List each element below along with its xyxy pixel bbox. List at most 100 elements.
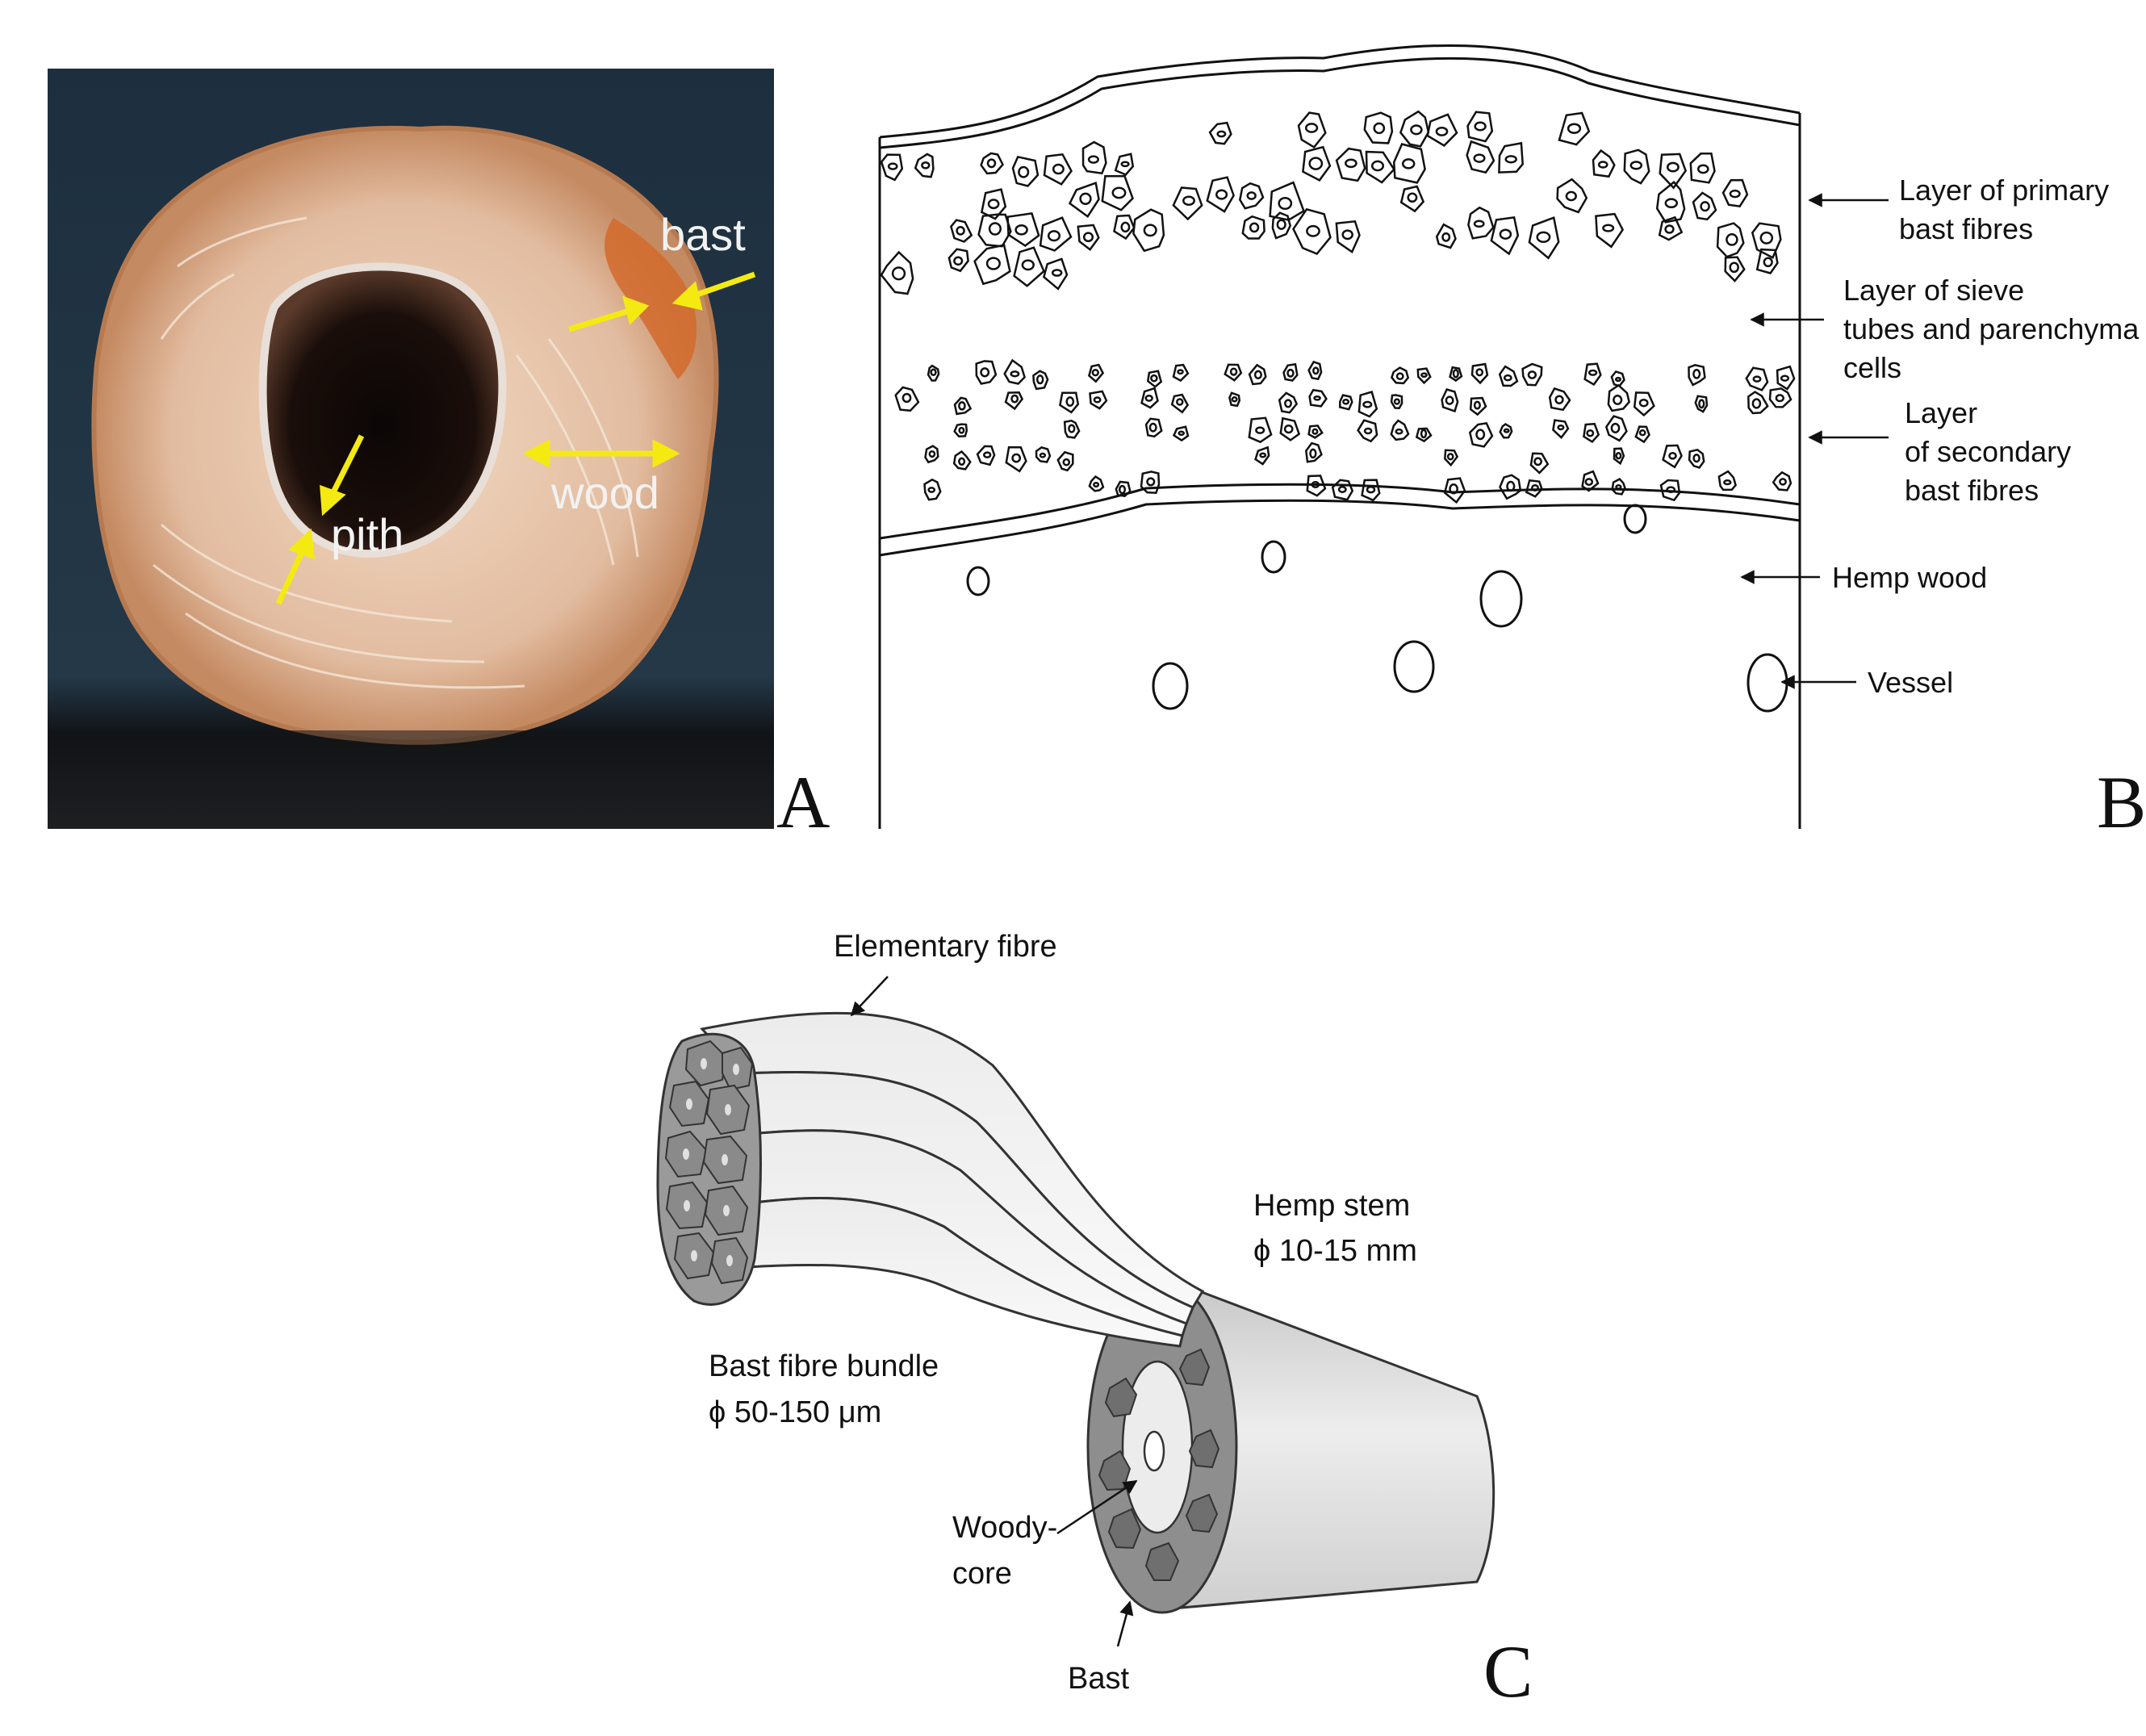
primary-fibre-cell-lumen [1602, 224, 1615, 232]
primary-fibre-cell-lumen [1120, 161, 1130, 168]
primary-fibre-cell-lumen [1082, 232, 1094, 243]
secondary-fibre-cell [1390, 394, 1403, 409]
secondary-fibre-cell-lumen [1283, 424, 1294, 434]
primary-fibre-cell [1081, 140, 1107, 175]
secondary-fibre-cell-lumen [1010, 370, 1020, 378]
secondary-fibre-cell [1140, 387, 1159, 409]
primary-fibre-cell [1399, 110, 1430, 148]
label-primary-bast-2: bast fibres [1899, 212, 2033, 245]
secondary-fibre-cell-lumen [1638, 398, 1649, 408]
secondary-fibre-cell [1662, 444, 1683, 469]
secondary-fibre-cell-lumen [1503, 428, 1510, 433]
primary-fibre-cell-lumen [1729, 189, 1741, 199]
secondary-fibre-cell [1170, 393, 1190, 414]
secondary-fibre-cell [1282, 362, 1299, 382]
secondary-fibre-cell-lumen [1337, 486, 1347, 493]
primary-fibre-cell-lumen [1120, 221, 1131, 233]
panel-c-leaders [850, 976, 1138, 1647]
secondary-fibre-cell-lumen [1449, 483, 1458, 495]
secondary-fibre-cell [1339, 394, 1353, 411]
primary-fibre-cell [1238, 182, 1265, 210]
primary-fibre-cell [1077, 224, 1100, 251]
vessel-6 [1393, 640, 1435, 693]
secondary-fibre-cell [1659, 479, 1681, 502]
secondary-fibre-cell [1032, 370, 1049, 391]
stem-cylinder [1152, 1281, 1496, 1612]
secondary-fibre-cell-lumen [1286, 368, 1295, 378]
secondary-fibre-cell-lumen [1311, 428, 1319, 435]
table-reflection [48, 730, 774, 829]
secondary-fibre-cell-lumen [1118, 484, 1127, 495]
primary-fibre-cell [1692, 191, 1717, 221]
secondary-fibre-cell-lumen [1146, 477, 1156, 487]
secondary-fibre-cell [1140, 471, 1161, 494]
secondary-fibre-cell-lumen [1065, 396, 1075, 408]
secondary-fibre-cell-lumen [1614, 376, 1622, 383]
secondary-fibre-cell-lumen [1393, 398, 1400, 405]
label-hemp-stem-diameter: ϕ 10-15 mm [1253, 1234, 1417, 1268]
panel-c: Elementary fibre Hemp stem ϕ 10-15 mm Ba… [656, 930, 1496, 1696]
primary-fibre-cell [1655, 180, 1686, 224]
secondary-fibre-cell-lumen [1452, 369, 1459, 379]
secondary-fibre-cell [953, 396, 973, 416]
secondary-fibre-cell-lumen [1610, 422, 1621, 433]
secondary-fibre-cell-lumen [1638, 429, 1646, 437]
secondary-fibre-cell-lumen [980, 367, 990, 378]
primary-fibre-cell [948, 248, 969, 273]
panel-letter-a: A [776, 761, 830, 843]
primary-fibre-cell [1039, 216, 1073, 252]
label-hemp-wood: Hemp wood [1832, 561, 1987, 594]
primary-fibre-cell [1724, 256, 1746, 282]
secondary-fibre-cell-lumen [1011, 453, 1022, 463]
secondary-fibre-cell-lumen [1010, 394, 1019, 404]
secondary-fibre-cell-lumen [1039, 452, 1047, 458]
secondary-fibre-cell [1361, 479, 1381, 502]
primary-fibre-cell [1132, 208, 1165, 253]
label-vessel: Vessel [1868, 666, 1953, 699]
panel-a: bast wood pith [48, 69, 774, 829]
panel-letter-b: B [2097, 761, 2146, 843]
secondary-fibre-cell-lumen [1093, 396, 1102, 404]
primary-fibre-cell [1292, 207, 1332, 256]
primary-fibre-cell-lumen [1504, 155, 1517, 164]
secondary-fibre-cell [1525, 479, 1543, 498]
secondary-fibre-cell [1056, 450, 1074, 472]
secondary-fibre-cell-lumen [1751, 398, 1762, 409]
secondary-fibre-cell [1224, 363, 1243, 382]
epidermis-outer [879, 44, 1801, 139]
secondary-fibre-cell-lumen [1176, 398, 1184, 406]
secondary-fibre-cell [1004, 391, 1024, 411]
primary-fibre-cell [1011, 155, 1040, 187]
secondary-fibre-cell [1003, 358, 1027, 385]
secondary-fibre-cell-lumen [1363, 427, 1373, 435]
secondary-fibre-cell [1468, 422, 1494, 448]
secondary-fibre-cell [953, 423, 968, 437]
primary-fibre-cell [1013, 246, 1045, 287]
secondary-fibre-cell-lumen [1557, 424, 1565, 431]
secondary-fibre-cell [1248, 363, 1267, 386]
primary-fibre-cell [1206, 176, 1235, 213]
primary-fibre-cell-lumen [1079, 192, 1092, 205]
secondary-fibre-cell [1583, 362, 1602, 387]
primary-fibre-cell-lumen [1499, 228, 1512, 240]
primary-fibre-cell-lumen [985, 257, 1001, 270]
secondary-fibre-cell [1279, 416, 1301, 441]
label-secondary-3: bast fibres [1905, 474, 2039, 507]
secondary-fibre-cell [1552, 419, 1570, 439]
secondary-fibre-cell-lumen [928, 450, 936, 458]
secondary-fibre-cell-lumen [983, 451, 992, 458]
secondary-fibre-cell-lumen [1231, 396, 1238, 403]
primary-fibre-cell [1498, 141, 1524, 174]
vessel-1 [966, 566, 990, 596]
secondary-fibre-cell-lumen [1362, 400, 1373, 408]
secondary-fibre-cell-lumen [1093, 481, 1100, 488]
secondary-fibre-cell [1390, 366, 1410, 385]
secondary-fibre-cells [894, 358, 1796, 504]
primary-fibre-cell [1208, 121, 1232, 145]
primary-fibre-cell-lumen [1215, 189, 1228, 200]
primary-fibre-cell [1365, 150, 1395, 184]
panel-b-leaders [1740, 193, 1889, 689]
primary-fibre-cell-lumen [1087, 155, 1099, 164]
secondary-fibre-cell [1443, 477, 1466, 504]
label-sieve-1: Layer of sieve [1843, 274, 2024, 307]
